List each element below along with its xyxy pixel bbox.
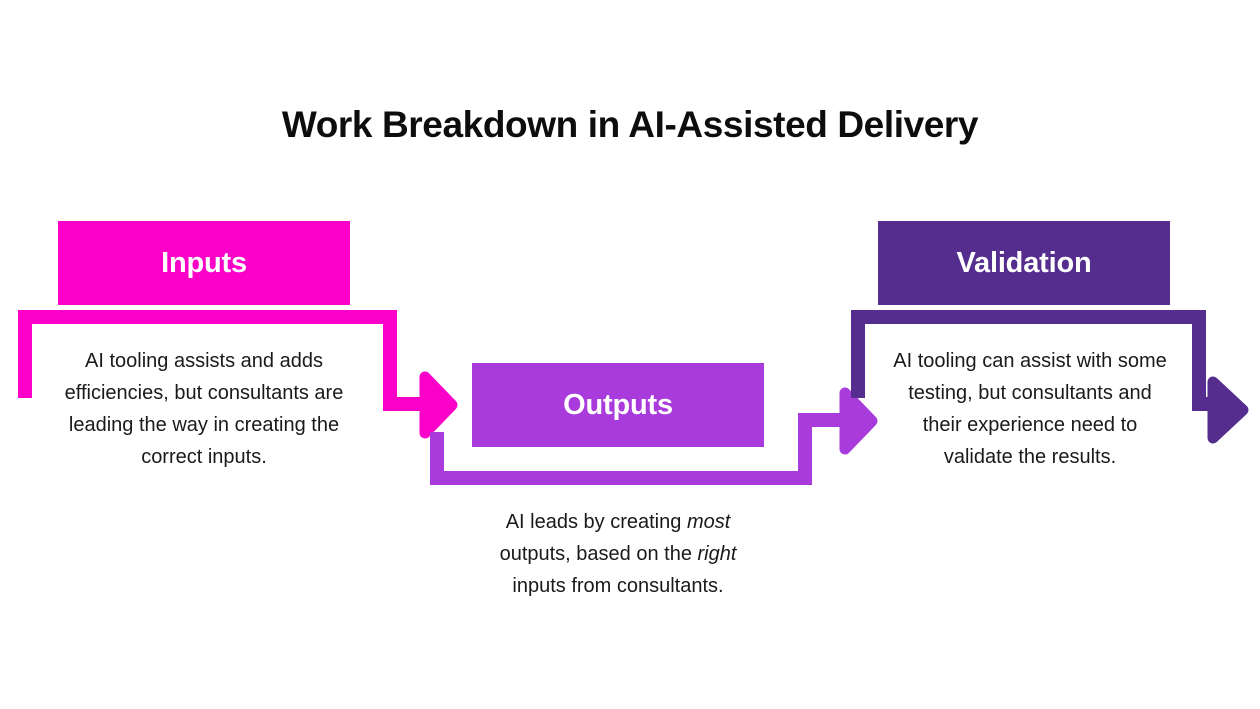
- stage-box-outputs: Outputs: [472, 363, 764, 447]
- stage-description-validation: AI tooling can assist with some testing,…: [893, 350, 1167, 468]
- page-title: Work Breakdown in AI-Assisted Delivery: [281, 104, 979, 145]
- stage-description-outputs: AI leads by creating most outputs, based…: [499, 511, 737, 597]
- stage-description-inputs: AI tooling assists and adds efficiencies…: [64, 350, 344, 468]
- stage-box-inputs: Inputs: [58, 221, 350, 305]
- stage-box-validation: Validation: [878, 221, 1170, 305]
